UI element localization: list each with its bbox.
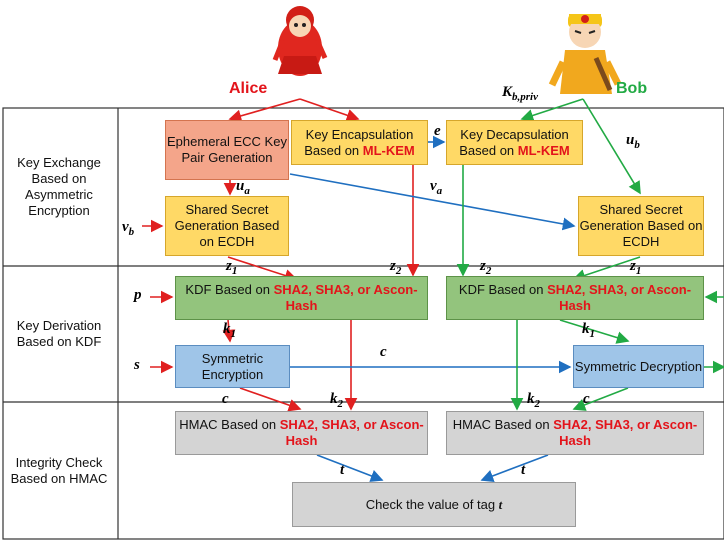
bob-label: Bob (616, 80, 648, 97)
hmac-alice-box: HMAC Based on SHA2, SHA3, or Ascon-Hash (175, 411, 428, 455)
ecc-keypair-box: Ephemeral ECC Key Pair Generation (165, 120, 289, 180)
hmac-alice-text: HMAC Based on (179, 417, 280, 432)
kdf-alice-hl: SHA2, SHA3, or Ascon-Hash (273, 282, 418, 313)
key-encapsulation-box: Key Encapsulation Based on ML-KEM (291, 120, 428, 165)
kdf-bob-text: KDF Based on (458, 282, 548, 297)
check-text: Check the value of tag (365, 496, 499, 512)
var-z1-bob: z1 (630, 258, 642, 277)
var-ub: ub (626, 132, 640, 151)
kdf-bob-box: KDF Based on SHA2, SHA3, or Ascon-Hash (446, 276, 704, 320)
hmac-bob-text: HMAC Based on (452, 417, 554, 432)
shared-secret-alice-box: Shared Secret Generation Based on ECDH (165, 196, 289, 256)
var-kbpriv: Kb,priv (502, 84, 538, 103)
var-k2-bob: k2 (527, 391, 540, 410)
var-e: e (434, 123, 441, 139)
decap-text: Key Decapsulation Based on (459, 126, 569, 158)
kdf-alice-text: KDF Based on (185, 282, 274, 297)
kdf-alice-box: KDF Based on SHA2, SHA3, or Ascon-Hash (175, 276, 428, 320)
encap-text: Key Encapsulation Based on (304, 126, 414, 158)
var-s: s (134, 357, 140, 373)
var-c-alice: c (222, 391, 229, 407)
var-k1-alice: k1 (223, 321, 236, 340)
check-tag-var: t (498, 496, 503, 512)
var-va: va (430, 178, 443, 197)
hmac-alice-hl: SHA2, SHA3, or Ascon-Hash (279, 417, 424, 448)
var-vb: vb (122, 219, 135, 238)
hmac-bob-hl: SHA2, SHA3, or Ascon-Hash (553, 417, 698, 448)
var-p: p (134, 287, 142, 303)
var-c-mid: c (380, 344, 387, 360)
encap-mlkem: ML-KEM (362, 142, 415, 158)
var-t-alice: t (340, 462, 345, 478)
var-k2-alice: k2 (330, 391, 343, 410)
band-integrity-label: Integrity Check Based on HMAC (10, 454, 108, 486)
var-z1-alice: z1 (226, 258, 238, 277)
shared-secret-bob-box: Shared Secret Generation Based on ECDH (578, 196, 704, 256)
key-decapsulation-box: Key Decapsulation Based on ML-KEM (446, 120, 583, 165)
hmac-bob-box: HMAC Based on SHA2, SHA3, or Ascon-Hash (446, 411, 704, 455)
band-key-exchange-label: Key Exchange Based on Asymmetric Encrypt… (17, 155, 101, 218)
var-z2-bob: z2 (480, 258, 492, 277)
kdf-bob-hl: SHA2, SHA3, or Ascon-Hash (547, 282, 692, 313)
band-key-derivation-label: Key Derivation Based on KDF (16, 318, 102, 349)
alice-label: Alice (229, 80, 268, 97)
var-k1-bob: k1 (582, 321, 595, 340)
decap-mlkem: ML-KEM (517, 142, 570, 158)
symmetric-decryption-box: Symmetric Decryption (573, 345, 704, 388)
var-z2-alice: z2 (390, 258, 402, 277)
var-c-bob: c (583, 391, 590, 407)
symmetric-encryption-box: Symmetric Encryption (175, 345, 290, 388)
var-ua: ua (236, 178, 250, 197)
check-tag-box: Check the value of tag t (292, 482, 576, 527)
var-t-bob: t (521, 462, 526, 478)
